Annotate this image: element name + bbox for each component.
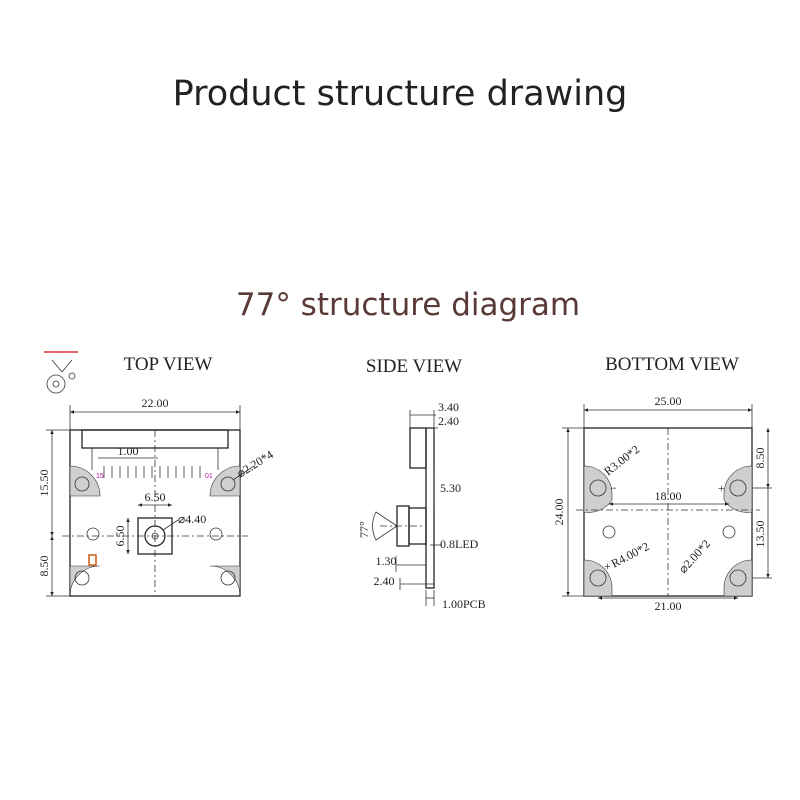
bottom-right-upper-dim: 8.50 [753,448,767,469]
bottom-width-dim: 25.00 [655,394,682,408]
top-height-upper-dim: 15.50 [37,470,51,497]
lens-width-dim: 6.50 [145,490,166,504]
pin-last-label: 01 [205,473,213,480]
top-width-dim: 22.00 [142,396,169,410]
side-d2-dim: 2.40 [438,414,459,428]
side-d1-dim: 3.40 [438,400,459,414]
bottom-r-upper-dim: R3.00*2 [601,442,642,478]
bottom-view: BOTTOM VIEW − + + 25.00 18.00 21.00 [552,354,772,613]
bottom-view-label: BOTTOM VIEW [605,354,739,375]
connector-pins [103,466,201,478]
top-height-lower-dim: 8.50 [37,556,51,577]
top-small-hole [86,527,100,541]
bottom-small-hole [602,525,616,539]
bottom-mount-holes [583,465,753,597]
side-led-dim: 0.8LED [440,537,479,551]
bottom-plus-lower: + [604,559,611,573]
bottom-height-dim: 24.00 [552,499,566,526]
top-view-label: TOP VIEW [124,354,213,375]
top-mount-holes [69,465,241,597]
top-pitch-dim: 1.00 [118,444,139,458]
bottom-lower-width-dim: 21.00 [655,599,682,613]
led-marker [88,554,97,566]
bottom-inner-dim: 18.00 [655,489,682,503]
side-connector [409,427,427,469]
pin-first-label: 15 [96,473,104,480]
side-d5-dim: 2.40 [374,574,395,588]
bottom-r-lower-dim: R4.00*2 [609,539,652,571]
bottom-right-lower-dim: 13.50 [753,521,767,548]
bottom-hole-dim: ⌀2.00*2 [676,537,713,576]
side-pcb [425,427,435,589]
lens-height-dim: 6.50 [113,526,127,547]
top-view: TOP VIEW 15 01 [37,354,276,597]
side-angle-dim: 77° [357,521,371,538]
logo-icon [44,351,78,394]
lens-circle [144,525,166,547]
fov-wedge [372,511,398,541]
side-d4-dim: 1.30 [376,554,397,568]
lens-diameter-dim: ⌀4.40 [178,512,206,526]
bottom-plus-upper: + [718,481,725,495]
lens-module [137,517,173,555]
side-view-label: SIDE VIEW [366,356,462,377]
side-d3-dim: 5.30 [440,481,461,495]
side-view: SIDE VIEW 77° 3.40 2.40 5.30 0.8LED 1.30… [357,356,486,611]
bottom-minus-label: − [610,481,617,495]
top-small-hole [209,527,223,541]
side-pcb-dim: 1.00PCB [442,597,486,611]
bottom-small-hole [722,525,736,539]
page-subtitle: 77° structure diagram [235,287,581,323]
page-title: Product structure drawing [172,74,628,114]
